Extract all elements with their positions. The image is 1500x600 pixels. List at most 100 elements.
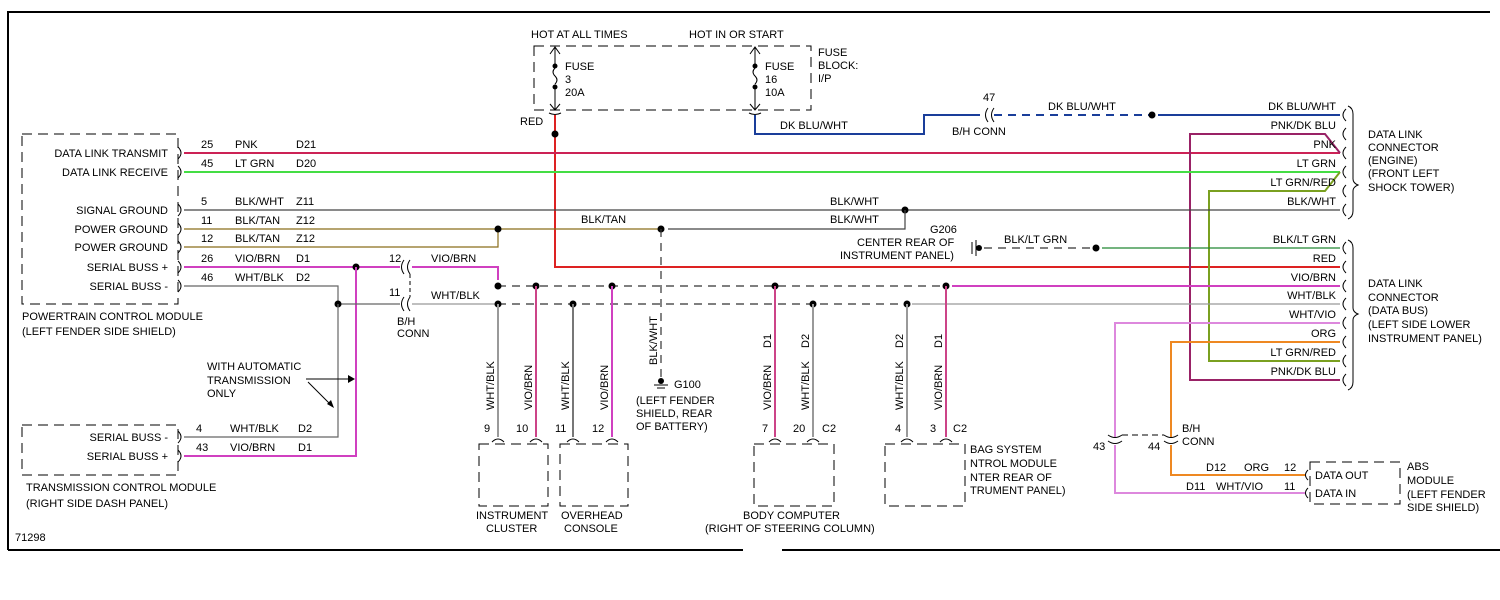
bh-conn-abs: 43 44 B/H CONN	[1093, 423, 1214, 453]
ground-g206: G206 CENTER REAR OF INSTRUMENT PANEL) BL…	[840, 224, 1340, 262]
fuse-16: FUSE 16 10A	[748, 46, 794, 115]
bh-left-label-2: CONN	[397, 328, 429, 340]
fuse-3-rating: 20A	[565, 87, 585, 99]
pcm-pin-circuit: D21	[296, 139, 316, 151]
dlc-engine-title-5: SHOCK TOWER)	[1368, 182, 1454, 194]
abs-module: DATA OUT DATA IN 12 11 ORG WHT/VIO D12 D…	[1186, 461, 1486, 514]
ic-pin-9: 9	[484, 423, 490, 435]
pin-connector-icon	[1342, 184, 1347, 198]
bh-abs-pin-43: 43	[1093, 441, 1105, 453]
g100-loc-2: SHIELD, REAR	[636, 408, 712, 420]
dlc-bus-wire-label: ORG	[1311, 328, 1336, 340]
oc-title-1: OVERHEAD	[561, 510, 623, 522]
pin-connector-icon	[1342, 279, 1347, 293]
bc-title-1: BODY COMPUTER	[743, 510, 840, 522]
g100-name: G100	[674, 379, 701, 391]
bc-connector: C2	[822, 423, 836, 435]
pcm-pin-label: POWER GROUND	[75, 242, 169, 254]
ic-pin9-wire: WHT/BLK	[485, 360, 497, 410]
pcm-pin-label: DATA LINK TRANSMIT	[54, 148, 168, 160]
fuse-16-number: 16	[765, 74, 777, 86]
note-arrow	[307, 381, 331, 405]
wire-org	[1170, 341, 1340, 437]
dlc-bus-title-5: INSTRUMENT PANEL)	[1368, 333, 1482, 345]
wire-wht-blk-pcm	[184, 285, 400, 305]
hot-in-or-start-label: HOT IN OR START	[689, 29, 784, 41]
g206-loc-2: INSTRUMENT PANEL)	[840, 250, 954, 262]
abs-pin-1: 11	[1284, 481, 1295, 493]
pcm-pin-circuit: Z12	[296, 215, 315, 227]
bc-title-2: (RIGHT OF STEERING COLUMN)	[705, 523, 875, 535]
pin-connector-icon	[1342, 354, 1347, 368]
splice-blk-tan	[494, 225, 502, 233]
pin-connector-icon	[177, 449, 182, 463]
pcm-pin-color: VIO/BRN	[235, 253, 280, 265]
bc-pin-7: 7	[762, 423, 768, 435]
wire-blk-wht-ground	[668, 210, 906, 230]
bc-pin7-wire: VIO/BRN	[762, 365, 774, 410]
g100-loc-1: (LEFT FENDER	[636, 395, 715, 407]
dlc-engine-title-1: DATA LINK	[1368, 129, 1423, 141]
tcm-module: TRANSMISSION CONTROL MODULE (RIGHT SIDE …	[21, 361, 355, 510]
dk-blu-wht-label-2: DK BLU/WHT	[1048, 101, 1116, 113]
ic-title-2: CLUSTER	[486, 523, 537, 535]
wire-wht-blk-tcm	[184, 304, 339, 438]
dlc-bus-wire-label: PNK/DK BLU	[1271, 366, 1336, 378]
bh-conn-47-label: B/H CONN	[952, 126, 1006, 138]
dlc-engine-wire-label: LT GRN	[1297, 158, 1336, 170]
pin-connector-icon	[177, 222, 182, 236]
dlc-engine-title-3: (ENGINE)	[1368, 155, 1418, 167]
abs-pin-label-1: DATA IN	[1315, 488, 1356, 500]
splice-dk-blu	[1148, 111, 1156, 119]
pin-connector-icon	[1342, 316, 1347, 330]
diagram-frame	[7, 11, 1490, 550]
pcm-pin-number: 46	[201, 272, 213, 284]
ic-title-1: INSTRUMENT	[476, 510, 548, 522]
pin-connector-icon	[1342, 203, 1347, 217]
abs-circuit-0: D12	[1206, 462, 1226, 474]
wire-red	[554, 115, 1340, 268]
bh-left-wire-bottom: WHT/BLK	[431, 290, 481, 302]
bh-left-pin-bottom: 11	[389, 287, 400, 299]
pcm-pin-label: SIGNAL GROUND	[76, 205, 168, 217]
pin-connector-icon	[177, 146, 182, 160]
bc-pin-20: 20	[793, 423, 805, 435]
pin-connector-icon	[1342, 335, 1347, 349]
pin-connector-icon	[1342, 146, 1347, 160]
fuse-block-title-2: BLOCK:	[818, 60, 858, 72]
dlc-engine-wire-label: PNK	[1313, 139, 1336, 151]
arrow-icon	[348, 375, 355, 383]
abs-title-4: SIDE SHIELD)	[1407, 502, 1479, 514]
wire-lt-grn-red	[1208, 171, 1341, 362]
bh-abs-pin-44: 44	[1148, 441, 1160, 453]
abs-color-1: WHT/VIO	[1216, 481, 1263, 493]
dlc-bus-title-4: (LEFT SIDE LOWER	[1368, 319, 1471, 331]
bh-left-pin-top: 12	[389, 253, 401, 265]
pin-connector-icon	[177, 430, 182, 444]
pin-connector-icon	[177, 279, 182, 293]
tcm-pin-label: SERIAL BUSS -	[90, 432, 169, 444]
pcm-pin-color: LT GRN	[235, 158, 274, 170]
pcm-pin-label: POWER GROUND	[75, 224, 169, 236]
dlc-bus-wire-label: WHT/BLK	[1287, 290, 1337, 302]
bh-conn-47-symbol	[985, 107, 995, 123]
ic-pin-10: 10	[516, 423, 528, 435]
ab-pin3-circuit: D1	[933, 334, 945, 348]
tcm-pin-number: 4	[196, 423, 202, 435]
ab-title-4: TRUMENT PANEL)	[970, 485, 1066, 497]
dlc-bus-wire-label: VIO/BRN	[1291, 272, 1336, 284]
wire-vio-brn-tcm	[184, 267, 357, 457]
pcm-module: POWERTRAIN CONTROL MODULE (LEFT FENDER S…	[21, 133, 316, 338]
blk-wht-label-1: BLK/WHT	[830, 196, 879, 208]
pin-connector-icon	[177, 165, 182, 179]
ab-pin4-wire: WHT/BLK	[894, 360, 906, 410]
oc-title-2: CONSOLE	[564, 523, 618, 535]
arrow-icon	[327, 400, 334, 408]
abs-pin-label-0: DATA OUT	[1315, 470, 1369, 482]
dlc-engine-wire-label: BLK/WHT	[1287, 196, 1336, 208]
bc-pin20-circuit: D2	[800, 334, 812, 348]
bh-abs-label-2: CONN	[1182, 436, 1214, 448]
dlc-bus-title-2: CONNECTOR	[1368, 292, 1439, 304]
wire-vio-brn-bh	[412, 266, 499, 280]
